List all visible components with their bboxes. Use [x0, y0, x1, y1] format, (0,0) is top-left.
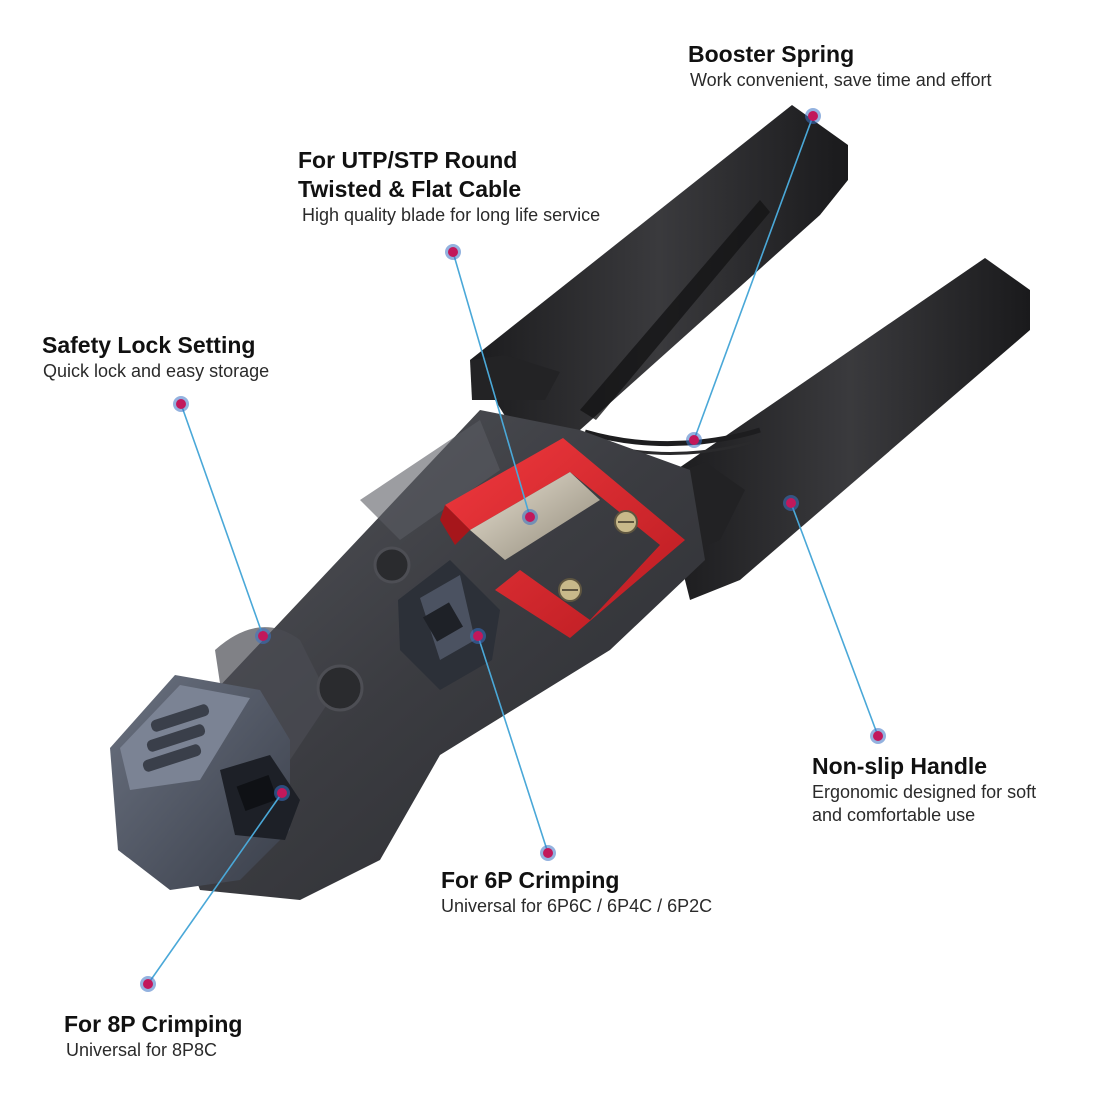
leader-6p — [477, 635, 549, 854]
callout-description: Universal for 8P8C — [66, 1040, 218, 1060]
callout-description: Ergonomic designed for soft and comforta… — [812, 782, 1037, 825]
leader-safety-lock — [180, 403, 264, 637]
marker-utp-stp — [445, 244, 538, 525]
callout-title: Booster Spring — [688, 41, 855, 67]
leader-lines — [147, 115, 879, 985]
pivot-knob-upper — [373, 546, 411, 584]
marker-6p — [470, 628, 556, 861]
die-6p — [398, 560, 500, 690]
callout-utp-stp-cable: For UTP/STP Round Twisted & Flat Cable H… — [298, 146, 600, 227]
callout-8p-crimping: For 8P Crimping Universal for 8P8C — [64, 1010, 243, 1062]
callout-description: Work convenient, save time and effort — [690, 70, 992, 90]
callout-booster-spring: Booster Spring Work convenient, save tim… — [688, 40, 992, 92]
callout-title: Safety Lock Setting — [42, 332, 256, 358]
leader-utp-stp — [452, 251, 531, 518]
callout-title: For UTP/STP Round Twisted & Flat Cable — [298, 147, 522, 202]
leader-non-slip — [790, 502, 879, 737]
callout-description: Universal for 6P6C / 6P4C / 6P2C — [441, 896, 713, 916]
lower-handle — [665, 258, 1030, 600]
die-head-8p — [110, 675, 300, 890]
callout-title: For 8P Crimping — [64, 1011, 243, 1037]
callout-description: High quality blade for long life service — [302, 205, 601, 225]
callout-title: For 6P Crimping — [441, 867, 620, 893]
marker-8p — [140, 785, 290, 992]
marker-booster-spring — [686, 108, 821, 448]
pivot-knob-lower — [316, 664, 364, 712]
leader-8p — [147, 792, 283, 985]
marker-safety-lock — [173, 396, 271, 644]
callout-non-slip-handle: Non-slip Handle Ergonomic designed for s… — [812, 752, 1036, 827]
callout-6p-crimping: For 6P Crimping Universal for 6P6C / 6P4… — [441, 866, 712, 918]
callout-description: Quick lock and easy storage — [43, 361, 270, 381]
leader-booster-spring — [693, 115, 814, 441]
callout-title: Non-slip Handle — [812, 753, 988, 779]
marker-non-slip — [783, 495, 886, 744]
callout-safety-lock: Safety Lock Setting Quick lock and easy … — [42, 331, 269, 383]
